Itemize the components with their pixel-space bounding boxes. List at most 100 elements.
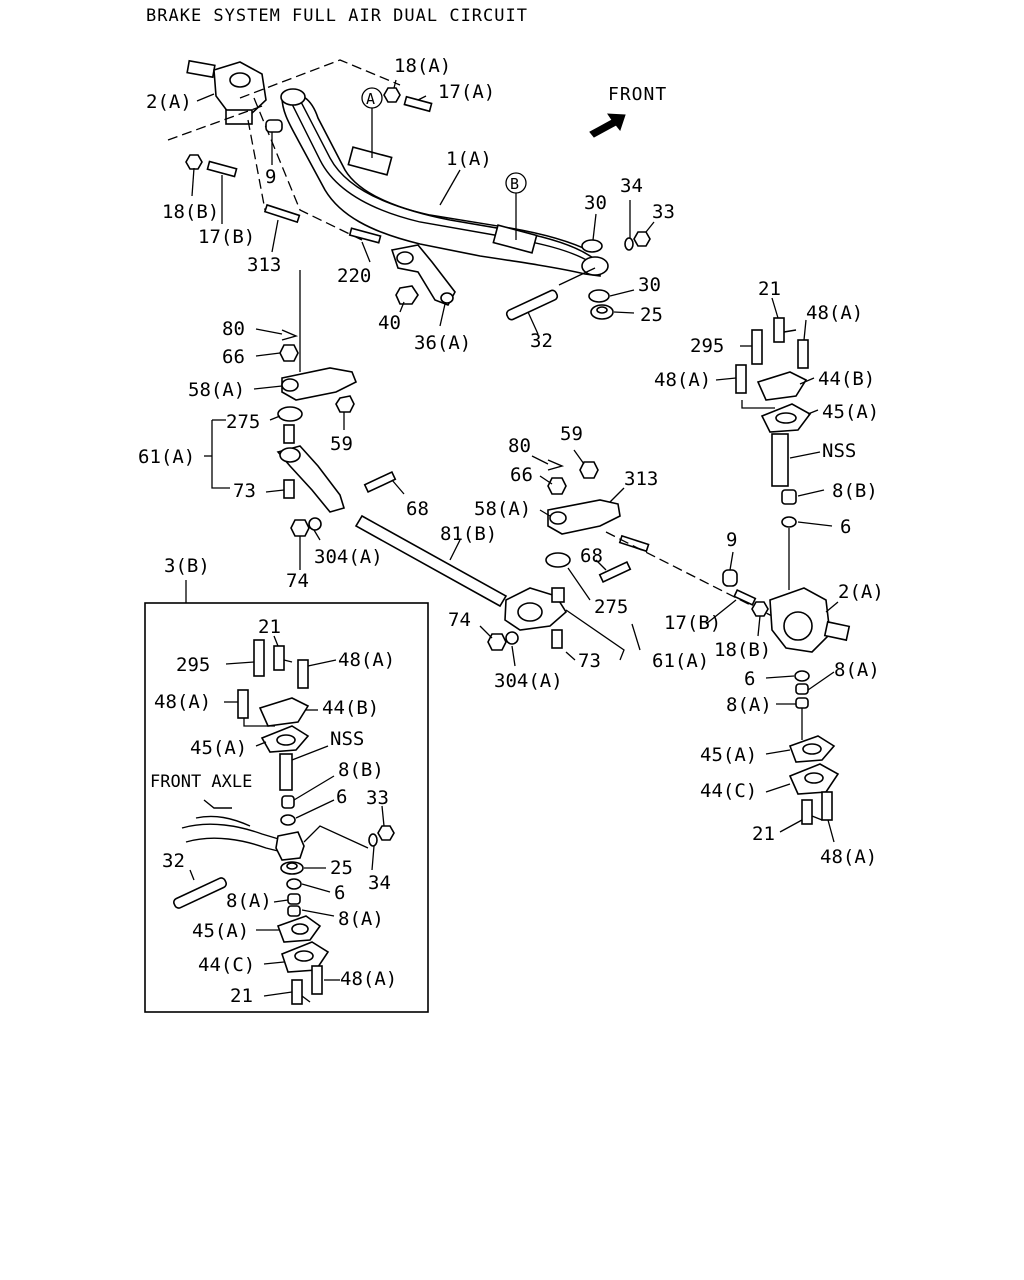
label-40: 40 [378,312,401,334]
inset-label-33: 33 [366,787,389,809]
label-17b-left: 17(B) [198,226,255,248]
part-45a-gasket-right-low [788,735,836,763]
inset-label-8a-1: 8(A) [226,890,272,912]
label-8a-right-2: 8(A) [726,694,772,716]
part-9-plug-right [722,569,738,587]
label-48a-right-3: 48(A) [820,846,877,868]
inset-part-6-seal-2 [286,878,302,890]
label-30-top: 30 [584,192,607,214]
inset-front-axle [181,799,305,861]
part-18b-nut-right [751,601,769,617]
part-275-seal-left [277,406,303,422]
inset-label-6-1: 6 [336,786,347,808]
inset-part-34-washer [368,833,378,847]
part-6-seal-right-low [794,670,810,682]
label-44b-right: 44(B) [818,368,875,390]
inset-label-8a-2: 8(A) [338,908,384,930]
label-275-left: 275 [226,411,260,433]
inset-part-25-bearing [280,861,304,875]
label-220: 220 [337,265,371,287]
label-44c-right: 44(C) [700,780,757,802]
label-80-left: 80 [222,318,245,340]
label-45a-right-1: 45(A) [822,401,879,423]
inset-part-6-seal-1 [280,814,296,826]
label-68-left: 68 [406,498,429,520]
inset-part-45a-gasket-2 [276,915,322,943]
part-74-nut-mid [487,633,507,651]
marker-b: B [505,172,527,240]
part-45a-gasket-right [760,403,812,433]
inset-label-34: 34 [368,872,391,894]
part-48a-bolt-r2 [735,364,747,394]
inset-label-8b: 8(B) [338,759,384,781]
label-74-left: 74 [286,570,309,592]
part-6-seal-right-top [781,516,797,528]
inset-part-8a-bushing-1 [287,893,301,905]
label-66-left: 66 [222,346,245,368]
inset-label-45a-2: 45(A) [192,920,249,942]
label-48a-right-2: 48(A) [654,369,711,391]
inset-nss-pin [279,753,293,791]
label-36a: 36(A) [414,332,471,354]
label-73-mid: 73 [578,650,601,672]
label-295-right: 295 [690,335,724,357]
label-8b-right: 8(B) [832,480,878,502]
part-33-nut [633,231,651,247]
label-45a-right-2: 45(A) [700,744,757,766]
inset-axle-label: FRONT AXLE [150,772,252,792]
leader-lines [189,79,839,997]
part-32-king-pin [505,267,596,321]
inset-label-48a-2: 48(A) [154,691,211,713]
part-9-plug [265,119,283,133]
label-313-left: 313 [247,254,281,276]
svg-text:A: A [366,90,375,108]
inset-part-44b-cover [258,697,310,727]
label-32: 32 [530,330,553,352]
part-44b-cover-right [756,371,808,401]
inset-label-25: 25 [330,857,353,879]
part-21-fitting-right [773,317,797,343]
label-58a-left: 58(A) [188,379,245,401]
diagram-title: BRAKE SYSTEM FULL AIR DUAL CIRCUIT [146,6,528,26]
part-17b-stud-right [733,588,757,606]
label-61a-mid: 61(A) [652,650,709,672]
label-18b-right: 18(B) [714,639,771,661]
part-17a-stud [403,95,433,113]
part-58a-arm-mid [547,499,621,535]
part-58a-arm-left [281,367,358,401]
part-18a-nut [383,87,401,103]
label-73-left: 73 [233,480,256,502]
label-2a-right: 2(A) [838,581,884,603]
inset-label-21-top: 21 [258,616,281,638]
inset-label-295: 295 [176,654,210,676]
inset-part-44c-cover [281,941,330,973]
part-8a-bushing-r1 [795,683,809,695]
label-61a-left: 61(A) [138,446,195,468]
part-68-bolt-mid [598,560,632,584]
nss-pin-right [771,433,789,487]
part-59-nut-left [335,395,355,413]
label-304a-left: 304(A) [314,546,383,568]
svg-text:B: B [510,175,519,193]
part-304a-washer-left [308,517,322,531]
label-9-left: 9 [265,166,276,188]
inset-part-32-king-pin [173,877,227,909]
part-18b-nut [185,154,203,170]
inset-part-8a-bushing-2 [287,905,301,917]
inset-label-44b: 44(B) [322,697,379,719]
label-17a: 17(A) [438,81,495,103]
inset-part-21-fitting-bottom [291,979,311,1005]
label-nss-right: NSS [822,440,856,462]
label-30-mid: 30 [638,274,661,296]
part-30-washer-top [581,239,603,253]
label-17b-right: 17(B) [664,612,721,634]
part-66-nut-left [279,344,299,362]
part-220-stud [348,227,382,244]
inset-label-6-2: 6 [334,882,345,904]
part-81b-tie-rod [354,514,508,608]
inset-label-48a-1: 48(A) [338,649,395,671]
label-21-right: 21 [758,278,781,300]
part-21-fitting-right-low [801,799,823,825]
part-30-washer-mid [588,289,610,303]
label-2a-left: 2(A) [146,91,192,113]
